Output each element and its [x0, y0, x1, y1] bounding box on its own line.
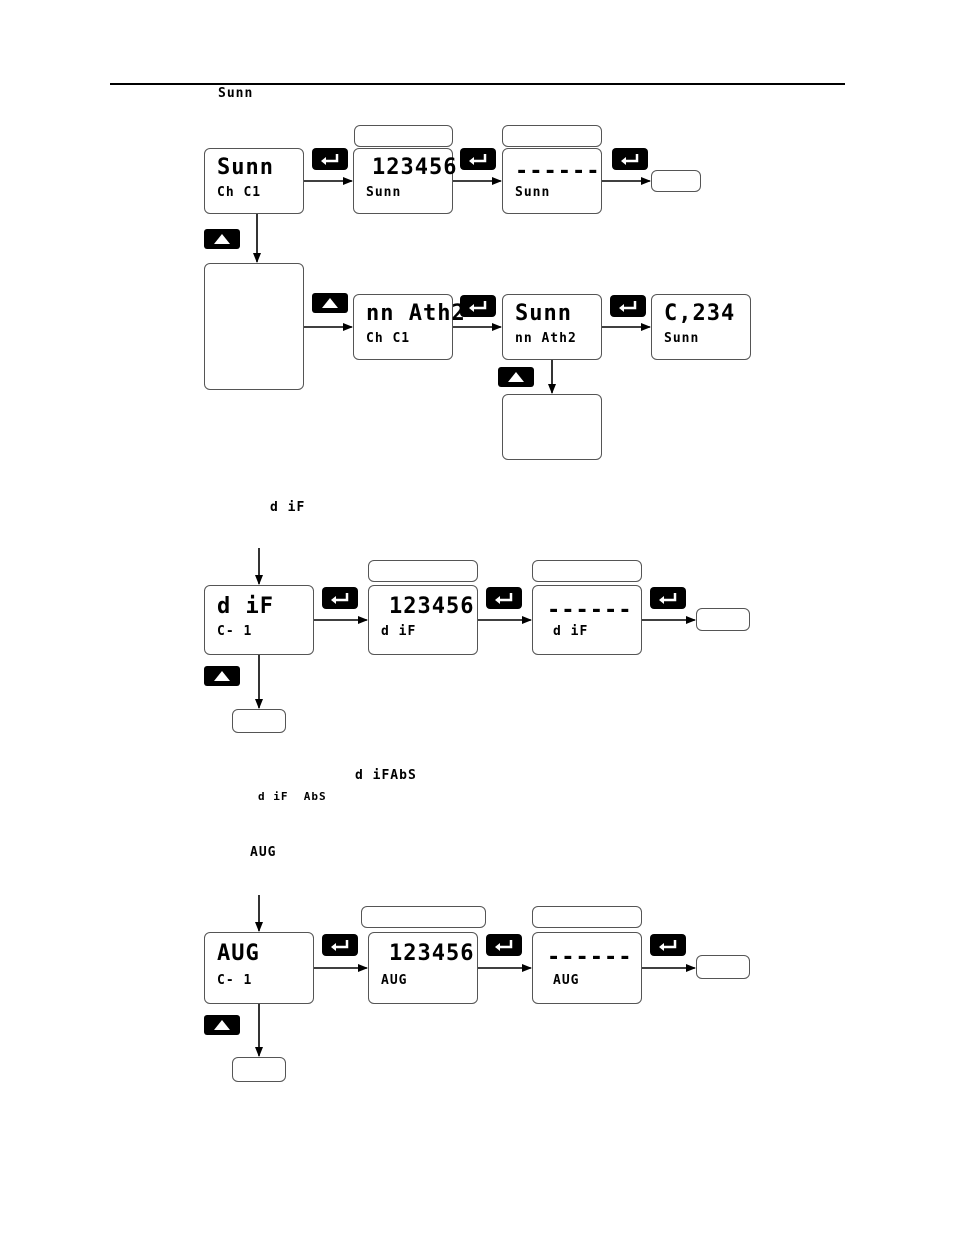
section1-reset-display: ------ Sunn: [502, 148, 602, 214]
section3-code2: d iF AbS: [258, 790, 327, 803]
display-line1: Sunn: [515, 301, 572, 326]
enter-key-icon[interactable]: [322, 934, 358, 956]
section4-heading-code: AUG: [250, 845, 277, 860]
display-line2: Ch C1: [366, 331, 411, 346]
section4-value-display: 123456 AUG: [368, 932, 478, 1004]
section1-value-label-box: [354, 125, 453, 147]
section4-exit-box: [696, 955, 750, 979]
section2-heading-code: d iF: [270, 500, 306, 515]
section2-value-display: 123456 d iF: [368, 585, 478, 655]
display-line2: d iF: [553, 624, 589, 639]
section1-value-display: 123456 Sunn: [353, 148, 456, 214]
up-arrow-key-icon[interactable]: [312, 293, 348, 313]
enter-key-icon[interactable]: [650, 934, 686, 956]
section4-reset-display: ------ AUG: [532, 932, 642, 1004]
section2-main-display: d iF C- 1: [204, 585, 314, 655]
up-arrow-key-icon[interactable]: [204, 1015, 240, 1035]
display-line1: C,234: [664, 301, 736, 326]
section1-reset-label-box: [502, 125, 602, 147]
section2-value-label-box: [368, 560, 478, 582]
section2-exit-box: [696, 608, 750, 631]
display-line2: d iF: [381, 624, 417, 639]
enter-key-icon[interactable]: [486, 934, 522, 956]
section1-blank-box-2: [502, 394, 602, 460]
display-line2: nn Ath2: [515, 331, 577, 346]
section1-main-display: Sunn Ch C1: [204, 148, 304, 214]
section4-next-box: [232, 1057, 286, 1082]
section4-value-label-box: [361, 906, 486, 928]
section3-code1: d iFAbS: [355, 768, 417, 783]
display-line1: ------: [515, 159, 601, 184]
display-line1: Sunn: [217, 155, 274, 180]
section1-sum-math-display: Sunn nn Ath2: [502, 294, 602, 360]
section1-heading-code: Sunn: [218, 86, 254, 101]
section2-next-box: [232, 709, 286, 733]
up-arrow-key-icon[interactable]: [498, 367, 534, 387]
display-line1: 123456: [389, 941, 475, 966]
section1-blank-box: [204, 263, 304, 390]
enter-key-icon[interactable]: [322, 587, 358, 609]
page-rule: [110, 83, 845, 85]
display-line1: AUG: [217, 941, 260, 966]
section1-math-display: nn Ath2 Ch C1: [353, 294, 465, 360]
section1-c234-display: C,234 Sunn: [651, 294, 751, 360]
display-line1: d iF: [217, 594, 274, 619]
up-arrow-key-icon[interactable]: [204, 229, 240, 249]
display-line2: Ch C1: [217, 185, 262, 200]
section2-reset-display: ------ d iF: [532, 585, 642, 655]
display-line2: Sunn: [515, 185, 551, 200]
section4-reset-label-box: [532, 906, 642, 928]
section2-reset-label-box: [532, 560, 642, 582]
display-line2: Sunn: [664, 331, 700, 346]
display-line2: Sunn: [366, 185, 402, 200]
enter-key-icon[interactable]: [650, 587, 686, 609]
display-line1: 123456: [372, 155, 458, 180]
display-line2: AUG: [381, 973, 408, 988]
display-line2: C- 1: [217, 973, 253, 988]
display-line1: 123456: [389, 594, 475, 619]
enter-key-icon[interactable]: [486, 587, 522, 609]
display-line1: nn Ath2: [366, 301, 466, 326]
section4-main-display: AUG C- 1: [204, 932, 314, 1004]
enter-key-icon[interactable]: [610, 295, 646, 317]
enter-key-icon[interactable]: [612, 148, 648, 170]
enter-key-icon[interactable]: [460, 295, 496, 317]
display-line1: ------: [547, 598, 633, 623]
display-line2: AUG: [553, 973, 580, 988]
display-line2: C- 1: [217, 624, 253, 639]
display-line1: ------: [547, 945, 633, 970]
enter-key-icon[interactable]: [312, 148, 348, 170]
section1-exit-box: [651, 170, 701, 192]
enter-key-icon[interactable]: [460, 148, 496, 170]
up-arrow-key-icon[interactable]: [204, 666, 240, 686]
